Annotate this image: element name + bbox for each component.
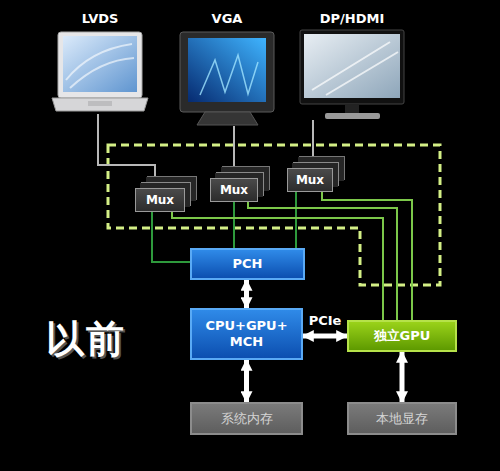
- chip-box: CPU+GPU+ MCH: [190, 308, 303, 360]
- bus-arrow: [244, 360, 249, 402]
- bus-arrow: [244, 280, 249, 308]
- dgpu-signal-line: [322, 192, 412, 320]
- video-wire: [233, 126, 235, 178]
- mux-box: Mux: [287, 168, 333, 192]
- node-text: 本地显存: [376, 410, 428, 428]
- node-text: DP/HDMI: [320, 11, 385, 27]
- igpu-signal-line: [295, 192, 297, 248]
- dashed-outline: [108, 145, 440, 285]
- memory-box: 本地显存: [347, 402, 457, 435]
- node-text: PCH: [233, 256, 263, 272]
- memory-box: 系统内存: [190, 402, 303, 435]
- flat-monitor-illustration: [300, 30, 404, 119]
- flat-display: DP/HDMI: [293, 10, 411, 120]
- gpu-box: 独立GPU: [347, 320, 457, 352]
- node-text: LVDS: [82, 11, 119, 27]
- node-text: CPU+GPU+ MCH: [205, 318, 289, 350]
- node-text: Mux: [296, 173, 324, 187]
- node-text: Mux: [146, 193, 174, 207]
- laptop-display: LVDS: [50, 10, 150, 114]
- bus-arrow: [303, 334, 347, 339]
- bus-arrow: [400, 352, 405, 402]
- dgpu-signal-line: [172, 212, 383, 320]
- mux-box: Mux: [210, 178, 258, 202]
- node-text: Mux: [220, 183, 248, 197]
- laptop-illustration: [52, 32, 148, 111]
- crt-monitor-illustration: [180, 32, 274, 125]
- crt-display: VGA: [172, 10, 282, 126]
- node-text: VGA: [212, 11, 243, 27]
- video-wire: [98, 114, 155, 188]
- igpu-signal-line: [233, 202, 235, 248]
- node-text: 系统内存: [221, 410, 273, 428]
- chip-box: PCH: [190, 248, 305, 280]
- video-wire: [312, 120, 314, 168]
- bus-label: PCIe: [307, 313, 344, 328]
- igpu-signal-line: [152, 212, 190, 262]
- mux-box: Mux: [135, 188, 185, 212]
- node-text: 独立GPU: [374, 327, 431, 345]
- heading-label: 以前: [46, 314, 126, 365]
